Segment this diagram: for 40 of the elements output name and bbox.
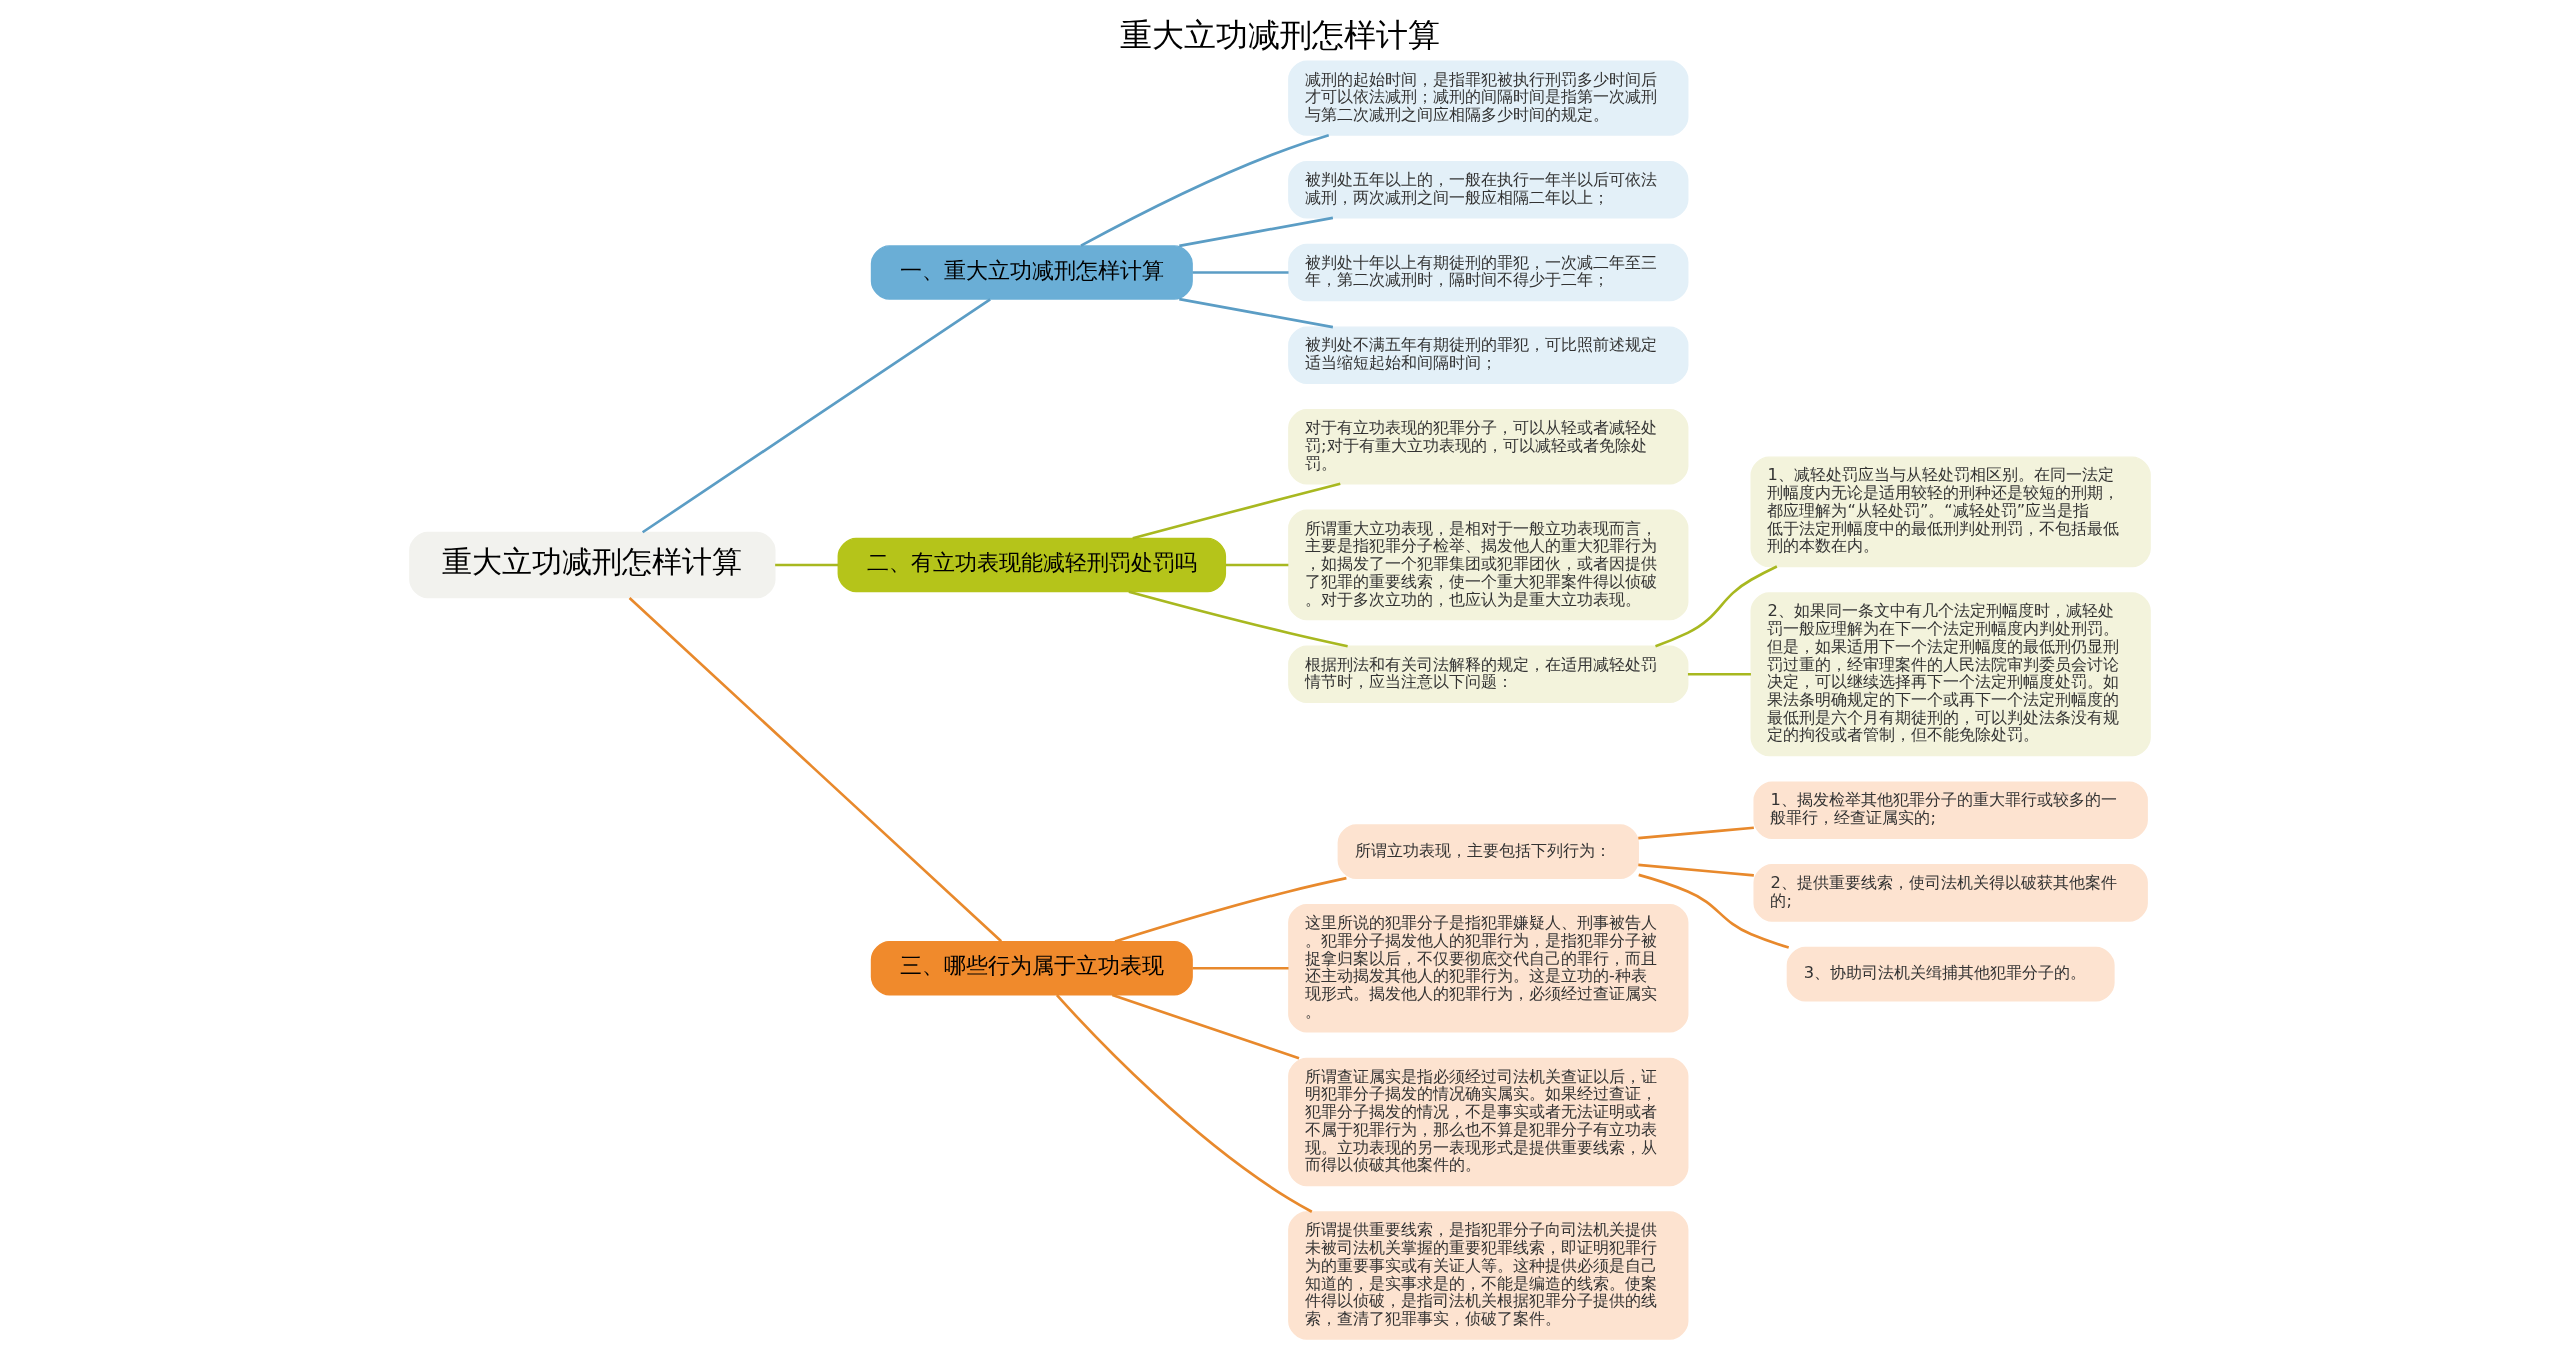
connector (1192, 966, 1289, 970)
node-box: 这里所说的犯罪分子是指犯罪嫌疑人、刑事被告人。犯罪分子揭发他人的犯罪行为，是指犯罪分子被捉拿归案以后，不仅要彻底交代自己的罪行，而且还主动揭发其他人的犯罪行为。这是立功的-种表现形式。揭发他人的犯罪行为，必须经过查证属实。 (1288, 904, 1689, 1033)
node-box: 三、哪些行为属于立功表现 (870, 940, 1193, 996)
node-box: 减刑的起始时间，是指罪犯被执行刑罚多少时间后才可以依法减刑；减刑的间隔时间是指第一次减刑与第二次减刑之间应相隔多少时间的规定。 (1288, 60, 1689, 136)
node-box: 一、重大立功减刑怎样计算 (870, 245, 1193, 300)
connector (1655, 565, 1778, 648)
connector (1111, 993, 1300, 1060)
node-box: 根据刑法和有关司法解释的规定，在适用减轻处罚情节时，应当注意以下问题： (1288, 645, 1689, 704)
connector (1080, 133, 1330, 247)
connector (641, 298, 991, 534)
node-box: 所谓提供重要线索，是指犯罪分子向司法机关提供未被司法机关掌握的重要犯罪线索，即证明犯罪行为的重要事实或有关证人等。这种提供必须是自己知道的，是实事求是的，不能是编造的线索。使案件得以侦破，是指司法机关根据犯罪分子提供的线索，查清了犯罪事实，侦破了案件。 (1288, 1211, 1689, 1340)
node-box: 被判处不满五年有期徒刑的罪犯，可比照前述规定适当缩短起始和间隔时间； (1288, 326, 1689, 384)
connector (1179, 216, 1334, 248)
node-box: 所谓重大立功表现，是相对于一般立功表现而言，主要是指犯罪分子检举、揭发他人的重大犯罪行为，如揭发了一个犯罪集团或犯罪团伙，或者因提供了犯罪的重要线索，使一个重大犯罪案件得以侦破。对于多次立功的，也应认为是重大立功表现。 (1288, 509, 1689, 621)
connector (1128, 590, 1348, 648)
node-box: 2、提供重要线索，使司法机关得以破获其他案件的; (1753, 864, 2148, 922)
connector (1638, 863, 1754, 877)
diagram-title: 重大立功减刑怎样计算 (1120, 15, 1440, 54)
node-box: 2、如果同一条文中有几个法定刑幅度时，减轻处罚一般应理解为在下一个法定刑幅度内判处刑罚。但是，如果适用下一个法定刑幅度的最低刑仍显刑罚过重的，经审理案件的人民法院审判委员会讨论决定，可以继续选择再下一个法定刑幅度处罚。如果法条明确规定的下一个或再下一个法定刑幅度的最低刑是六个月有期徒刑的，可以判处法条没有规定的拘役或者管制，但不能免除处罚。 (1750, 592, 2151, 757)
node-box: 被判处五年以上的，一般在执行一年半以后可依法减刑，两次减刑之间一般应相隔二年以上； (1288, 160, 1689, 219)
node-box: 1、揭发检举其他犯罪分子的重大罪行或较多的一般罪行，经查证属实的; (1753, 781, 2148, 839)
node-box: 重大立功减刑怎样计算 (409, 531, 776, 599)
connector (1687, 672, 1751, 676)
node-box: 对于有立功表现的犯罪分子，可以从轻或者减轻处罚;对于有重大立功表现的，可以减轻或者免除处罚。 (1288, 409, 1689, 485)
connector (775, 563, 839, 567)
connector (1225, 563, 1289, 567)
connector (1638, 873, 1790, 949)
node-box: 所谓立功表现，主要包括下列行为： (1337, 824, 1639, 879)
node-box: 3、协助司法机关缉捕其他犯罪分子的。 (1786, 946, 2115, 1002)
connector (1179, 297, 1334, 329)
node-box: 所谓查证属实是指必须经过司法机关查证以后，证明犯罪分子揭发的情况确实属实。如果经过查证，犯罪分子揭发的情况，不是事实或者无法证明或者不属于犯罪行为，那么也不算是犯罪分子有立功表现。立功表现的另一表现形式是提供重要线索，从而得以侦破其他案件的。 (1288, 1057, 1689, 1187)
node-box: 1、减轻处罚应当与从轻处罚相区别。在同一法定刑幅度内无论是适用较轻的刑种还是较短的刑期，都应理解为“从轻处罚”。“减轻处罚”应当是指低于法定刑幅度中的最低刑判处刑罚，不包括最低刑的本数在内。 (1750, 456, 2151, 568)
node-box: 被判处十年以上有期徒刑的罪犯，一次减二年至三年，第二次减刑时，隔时间不得少于二年； (1288, 243, 1689, 302)
connector (1192, 271, 1289, 274)
connector (1132, 482, 1341, 540)
connector (1638, 826, 1754, 840)
node-box: 二、有立功表现能减轻刑罚处罚吗 (837, 537, 1227, 593)
connector (628, 597, 1003, 943)
connector (1114, 876, 1347, 943)
connector (1055, 994, 1313, 1213)
